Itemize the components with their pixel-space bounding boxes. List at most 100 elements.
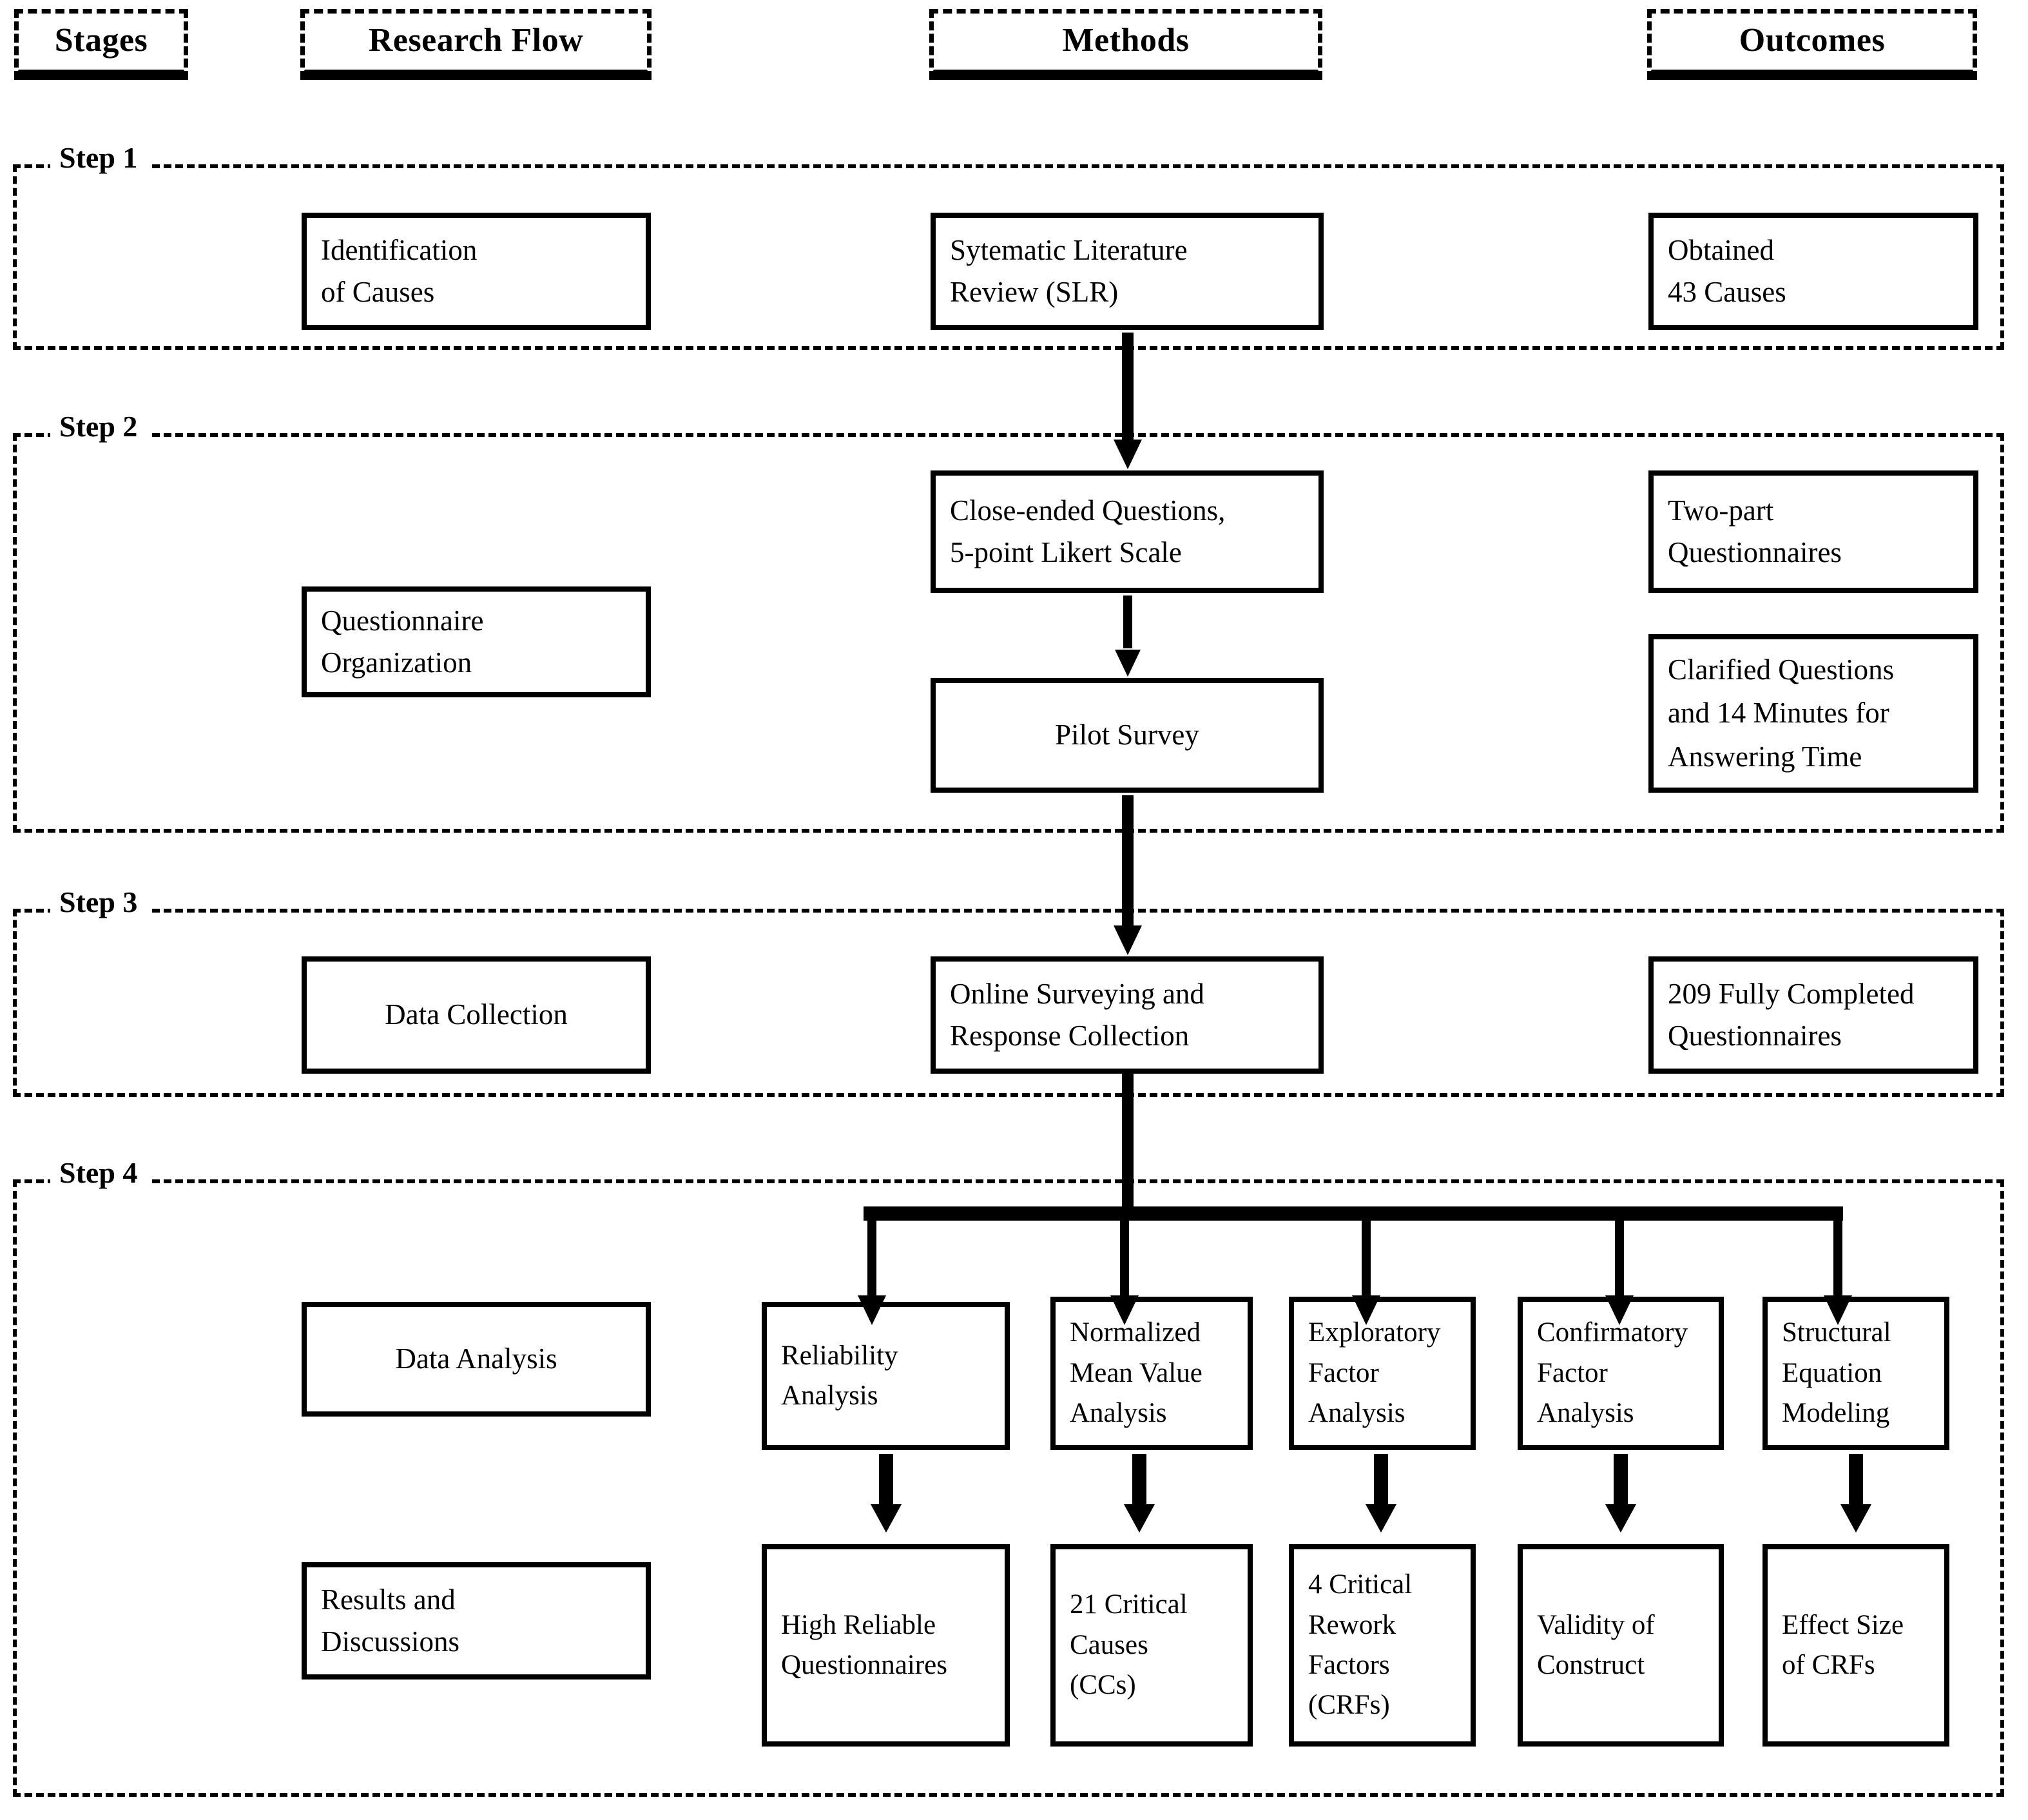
- node-line: Response Collection: [950, 1020, 1190, 1052]
- node-line: Normalized: [1070, 1317, 1201, 1348]
- node-line: Rework: [1308, 1609, 1396, 1640]
- node-line: Validity of: [1537, 1609, 1655, 1640]
- node-line: Organization: [321, 646, 472, 679]
- node-line: 209 Fully Completed: [1668, 977, 1915, 1010]
- column-header-outcomes-label: Outcomes: [1739, 21, 1886, 59]
- node-effect-size-of-crfs: Effect Size of CRFs: [1762, 1544, 1949, 1747]
- column-header-outcomes: Outcomes: [1647, 9, 1977, 80]
- node-high-reliable-questionnaires: High Reliable Questionnaires: [762, 1544, 1010, 1747]
- step-label-4: Step 4: [50, 1158, 150, 1188]
- node-line: Effect Size: [1782, 1609, 1904, 1640]
- node-line: Equation: [1782, 1357, 1882, 1388]
- node-line: Questionnaire: [321, 604, 484, 637]
- node-two-part-questionnaires: Two-part Questionnaires: [1648, 470, 1978, 593]
- node-line: Pilot Survey: [1055, 719, 1199, 751]
- node-line: Analysis: [1070, 1398, 1167, 1429]
- node-line: Obtained: [1668, 233, 1774, 266]
- column-header-methods: Methods: [929, 9, 1322, 80]
- node-line: Sytematic Literature: [950, 233, 1188, 266]
- node-data-collection: Data Collection: [302, 956, 651, 1074]
- node-obtained-43-causes: Obtained 43 Causes: [1648, 213, 1978, 330]
- node-line: Identification: [321, 233, 478, 266]
- node-line: Construct: [1537, 1650, 1645, 1680]
- node-line: Results and: [321, 1583, 456, 1616]
- node-questionnaire-organization: Questionnaire Organization: [302, 586, 651, 697]
- column-header-stages: Stages: [14, 9, 188, 80]
- node-line: Causes: [1070, 1629, 1148, 1660]
- node-line: Analysis: [1308, 1398, 1405, 1429]
- arrow-normalized-to-critical-causes: [1120, 1454, 1159, 1533]
- arrow-pilot-survey-to-online-surveying: [1108, 795, 1147, 955]
- node-line: Analysis: [781, 1380, 878, 1411]
- step-label-3: Step 3: [50, 887, 150, 917]
- node-line: of CRFs: [1782, 1650, 1875, 1680]
- node-line: Factors: [1308, 1650, 1390, 1680]
- node-line: Factor: [1537, 1357, 1608, 1388]
- branch-stem-1: [867, 1217, 876, 1301]
- node-line: Discussions: [321, 1625, 460, 1658]
- node-line: 5-point Likert Scale: [950, 536, 1182, 568]
- node-normalized-mean-value-analysis: Normalized Mean Value Analysis: [1050, 1297, 1253, 1450]
- node-line: 43 Causes: [1668, 276, 1786, 308]
- node-line: Questionnaires: [781, 1650, 947, 1680]
- step-label-1: Step 1: [50, 143, 150, 173]
- node-line: Questionnaires: [1668, 1020, 1842, 1052]
- node-line: Clarified Questions: [1668, 653, 1895, 686]
- arrow-reliability-to-high-reliable: [867, 1454, 905, 1533]
- branch-arrowhead-1: [858, 1295, 886, 1325]
- step-container-2: [13, 433, 2004, 833]
- column-header-stages-label: Stages: [54, 21, 148, 59]
- node-line: Data Analysis: [395, 1342, 557, 1375]
- node-structural-equation-modeling: Structural Equation Modeling: [1762, 1297, 1949, 1450]
- node-line: and 14 Minutes for: [1668, 697, 1889, 730]
- node-21-critical-causes: 21 Critical Causes (CCs): [1050, 1544, 1253, 1747]
- node-line: (CRFs): [1308, 1690, 1390, 1721]
- arrow-confirmatory-to-validity: [1601, 1454, 1640, 1533]
- node-data-analysis: Data Analysis: [302, 1302, 651, 1417]
- node-line: Questionnaires: [1668, 536, 1842, 568]
- node-line: Modeling: [1782, 1398, 1890, 1429]
- node-line: Factor: [1308, 1357, 1379, 1388]
- step-container-3: [13, 909, 2004, 1097]
- node-online-surveying: Online Surveying and Response Collection: [931, 956, 1324, 1074]
- arrow-trunk-to-branch-bar: [1122, 1074, 1134, 1217]
- arrow-structural-to-effect-size: [1837, 1454, 1875, 1533]
- node-line: Mean Value: [1070, 1357, 1202, 1388]
- branch-arrowhead-3: [1352, 1295, 1380, 1325]
- branch-stem-5: [1833, 1217, 1842, 1301]
- node-line: Exploratory: [1308, 1317, 1441, 1348]
- node-line: Analysis: [1537, 1398, 1634, 1429]
- node-line: Data Collection: [385, 998, 568, 1031]
- node-line: Review (SLR): [950, 276, 1119, 308]
- node-clarified-questions: Clarified Questions and 14 Minutes for A…: [1648, 634, 1978, 793]
- column-header-research-flow: Research Flow: [300, 9, 652, 80]
- step-container-4: [13, 1179, 2004, 1797]
- branch-stem-2: [1120, 1217, 1129, 1301]
- node-line: 21 Critical: [1070, 1589, 1188, 1620]
- arrow-slr-to-close-ended: [1108, 333, 1147, 469]
- node-line: High Reliable: [781, 1609, 936, 1640]
- branch-stem-3: [1362, 1217, 1371, 1301]
- node-identification-of-causes: Identification of Causes: [302, 213, 651, 330]
- branch-arrowhead-4: [1605, 1295, 1634, 1325]
- node-line: (CCs): [1070, 1670, 1136, 1701]
- node-line: Answering Time: [1668, 740, 1862, 773]
- node-completed-questionnaires: 209 Fully Completed Questionnaires: [1648, 956, 1978, 1074]
- branch-arrowhead-2: [1110, 1295, 1139, 1325]
- node-pilot-survey: Pilot Survey: [931, 678, 1324, 793]
- step-label-2: Step 2: [50, 412, 150, 441]
- step-container-1: [13, 164, 2004, 350]
- node-line: 4 Critical: [1308, 1569, 1413, 1600]
- node-systematic-literature-review: Sytematic Literature Review (SLR): [931, 213, 1324, 330]
- branch-horizontal-bar: [864, 1206, 1843, 1221]
- node-validity-of-construct: Validity of Construct: [1518, 1544, 1724, 1747]
- column-header-methods-label: Methods: [1062, 21, 1190, 59]
- node-line: Close-ended Questions,: [950, 494, 1226, 527]
- arrow-close-ended-to-pilot-survey: [1108, 595, 1147, 677]
- branch-stem-4: [1615, 1217, 1624, 1301]
- branch-arrowhead-5: [1824, 1295, 1852, 1325]
- node-line: of Causes: [321, 276, 435, 308]
- column-header-research-flow-label: Research Flow: [368, 21, 584, 59]
- node-close-ended-questions: Close-ended Questions, 5-point Likert Sc…: [931, 470, 1324, 593]
